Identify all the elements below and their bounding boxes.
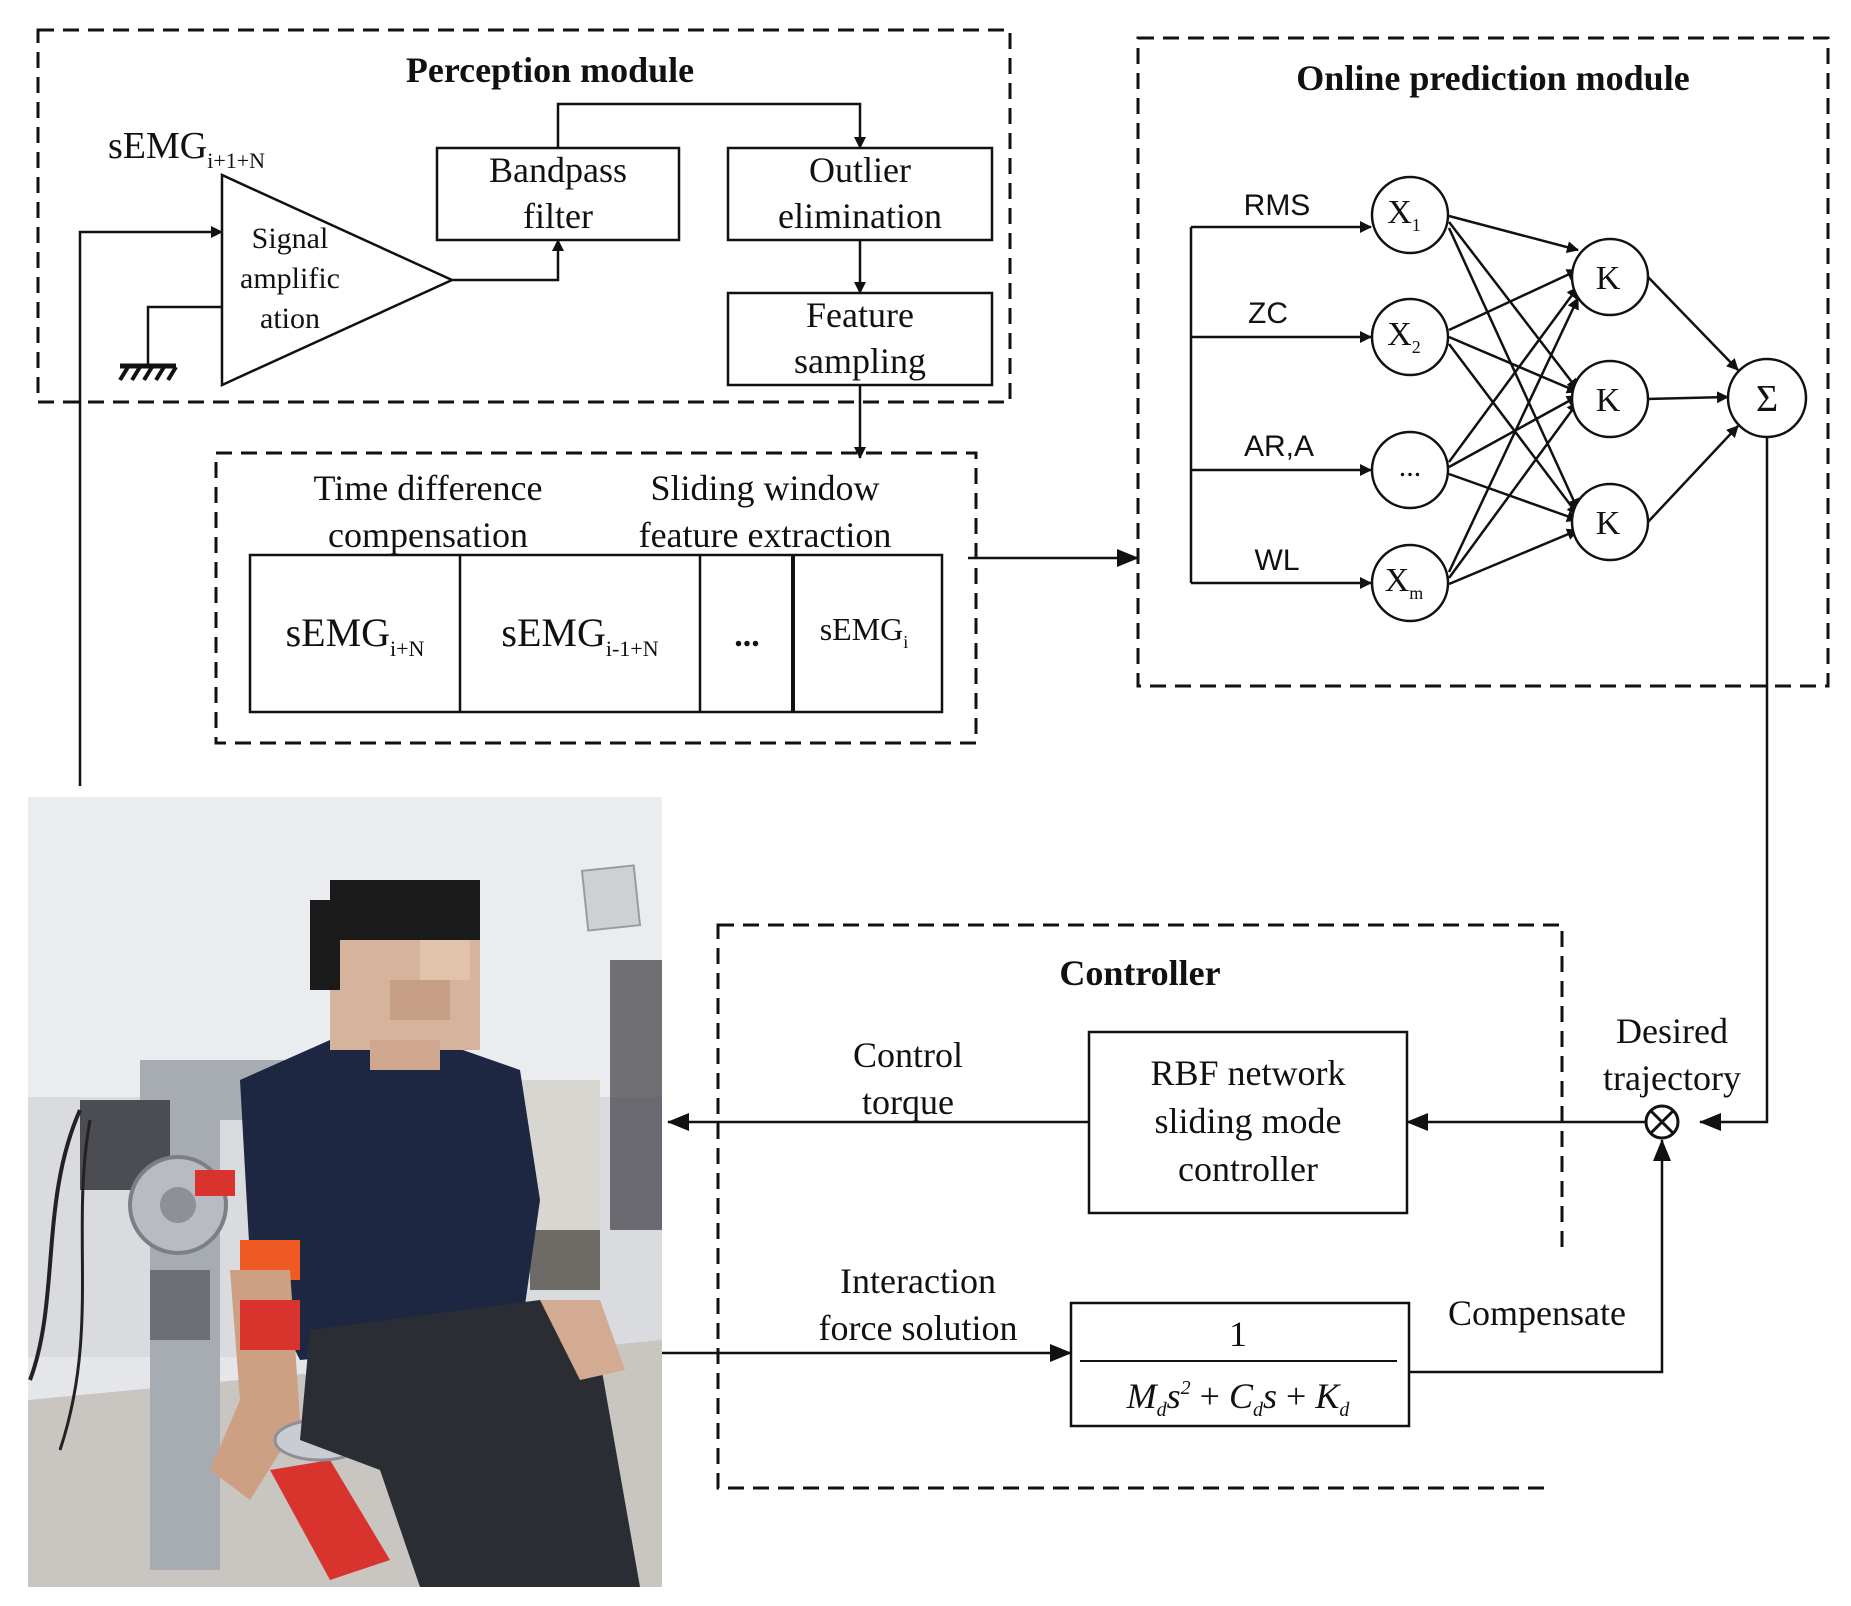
hidden-label-k1: K: [1596, 260, 1621, 297]
bandpass-to-outlier-arrow: [556, 102, 866, 149]
sliding-window-label-line1: Sliding window: [650, 468, 879, 508]
feature-label-zc: ZC: [1248, 297, 1288, 330]
input-node-x1: [1370, 175, 1450, 255]
input-signal-label: sEMGi+1+N: [108, 125, 265, 173]
hidden-label-k3: K: [1596, 505, 1621, 542]
interaction-force-label-line2: force solution: [819, 1308, 1018, 1348]
feature-label-rms: RMS: [1244, 189, 1311, 222]
input-node-xm: [1370, 543, 1450, 623]
hidden-label-k2: K: [1596, 382, 1621, 419]
rbf-label-line1: RBF network: [1150, 1053, 1345, 1093]
time-difference-label-line1: Time difference: [314, 468, 543, 508]
amp-to-bandpass-arrow: [452, 239, 564, 282]
input-node-ellipsis: [1370, 430, 1450, 510]
bandpass-label-line2: filter: [523, 196, 593, 236]
k3-to-sum-arrow: [1647, 425, 1739, 523]
admittance-transfer-function-box: [1069, 1301, 1411, 1428]
feature-sampling-box: [726, 291, 994, 387]
input-label-xm: Xm: [1385, 562, 1424, 603]
window-cell-3: ...: [734, 617, 760, 654]
control-torque-label-line2: torque: [862, 1082, 954, 1122]
k2-to-sum-arrow: [1647, 391, 1729, 404]
window-cell-1: sEMGi+N: [286, 610, 425, 661]
tf-denominator: Mds2 + Cds + Kd: [1126, 1376, 1351, 1421]
sliding-window-border: [214, 451, 978, 745]
control-torque-label-line1: Control: [853, 1035, 963, 1075]
amplifier-label-line1: Signal: [252, 222, 329, 255]
window-cell-2: sEMGi-1+N: [501, 610, 658, 661]
controller-module: Controller RBF network sliding mode cont…: [716, 923, 1564, 1490]
rbf-label-line2: sliding mode: [1155, 1101, 1342, 1141]
controller-border-gap: [1548, 1255, 1576, 1505]
ground-icon: [118, 363, 178, 382]
input-label-ellipsis: ...: [1399, 450, 1422, 483]
signal-amplifier-triangle: [220, 173, 456, 387]
compensate-arrow: [1409, 1139, 1671, 1374]
k1-to-sum-arrow: [1647, 276, 1739, 371]
amplifier-label-line2: amplific: [240, 262, 340, 295]
perception-module: Perception module sEMGi+1+N Signal ampli…: [36, 28, 1012, 404]
window-cell-4: sEMGi: [820, 611, 909, 652]
bandpass-filter-box: [435, 146, 681, 242]
controller-border: [716, 923, 1564, 1490]
ground-wire: [146, 305, 222, 366]
prediction-to-junction-arrow: [1699, 437, 1769, 1131]
semg-input-wire: [78, 226, 223, 786]
outlier-label-line1: Outlier: [809, 150, 911, 190]
feature-sampling-label-line2: sampling: [794, 341, 926, 381]
amplifier-label-line3: ation: [260, 302, 320, 335]
interaction-force-label-line1: Interaction: [840, 1261, 996, 1301]
controller-title: Controller: [1059, 953, 1220, 993]
input-hidden-connections: [1447, 214, 1580, 586]
perception-module-title: Perception module: [406, 50, 694, 90]
feature-label-wl: WL: [1255, 544, 1300, 577]
feature-sampling-label-line1: Feature: [806, 295, 914, 335]
online-prediction-module: Online prediction module RMS ZC AR,A WL: [1136, 36, 1830, 688]
subject-photo: [28, 797, 662, 1587]
input-node-x2: [1370, 297, 1450, 377]
rbf-label-line3: controller: [1178, 1149, 1318, 1189]
tf-numerator: 1: [1229, 1314, 1247, 1354]
input-label-x2: X2: [1387, 316, 1421, 357]
feature-label-ar: AR,A: [1244, 430, 1314, 463]
desired-trajectory-line2: trajectory: [1603, 1058, 1741, 1098]
prediction-module-border: [1136, 36, 1830, 688]
bandpass-label-line1: Bandpass: [489, 150, 627, 190]
outlier-label-line2: elimination: [778, 196, 942, 236]
sliding-window-module: Time difference compensation Sliding win…: [214, 451, 978, 745]
window-buffer-box: [248, 553, 944, 714]
input-label-x1: X1: [1387, 194, 1421, 235]
sum-icon: Σ: [1756, 378, 1778, 420]
perception-module-border: [36, 28, 1012, 404]
prediction-module-title: Online prediction module: [1296, 58, 1689, 98]
desired-trajectory-line1: Desired: [1616, 1011, 1728, 1051]
summing-junction-icon: [1644, 1104, 1680, 1140]
rbf-controller-box: [1087, 1030, 1409, 1215]
time-difference-label-line2: compensation: [328, 515, 528, 555]
compensate-label: Compensate: [1448, 1293, 1626, 1333]
sliding-window-label-line2: feature extraction: [639, 515, 892, 555]
